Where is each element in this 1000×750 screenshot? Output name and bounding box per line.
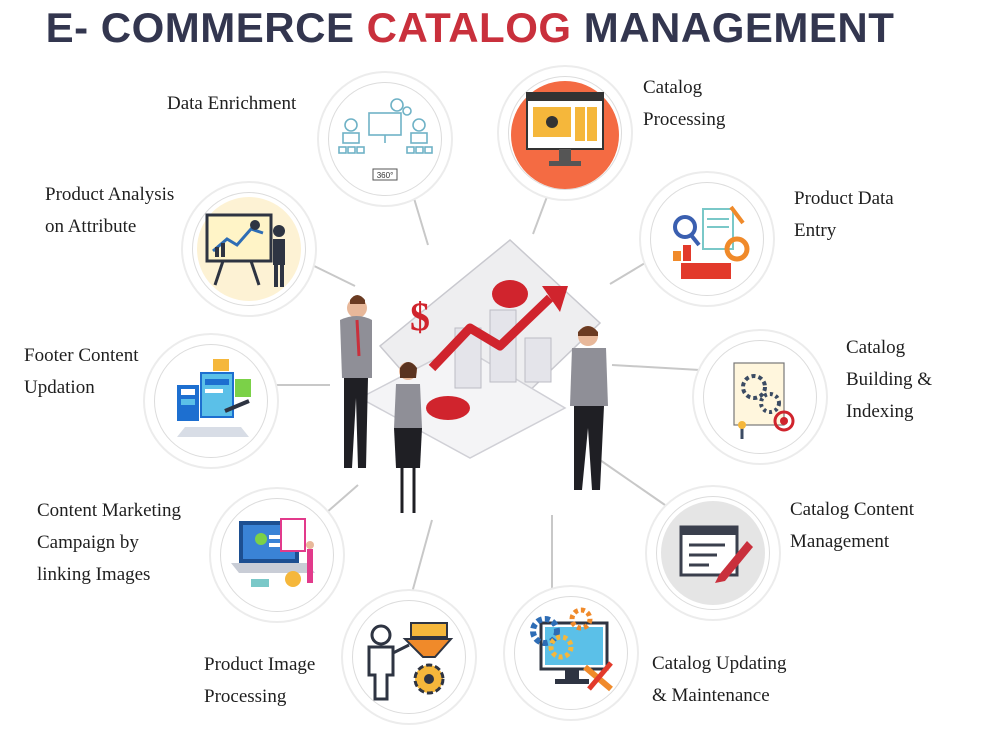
label-data-enrichment: Data Enrichment bbox=[167, 88, 296, 120]
node-content-marketing-campaign bbox=[220, 498, 334, 612]
label-line: Indexing bbox=[846, 401, 914, 422]
data-entry-icon bbox=[673, 205, 750, 279]
monitor-gear-icon bbox=[511, 81, 619, 189]
presentation-icon bbox=[197, 197, 301, 301]
label-line: & Maintenance bbox=[652, 685, 770, 706]
label-line: Campaign by bbox=[37, 532, 139, 553]
label-line: Processing bbox=[204, 686, 287, 707]
monitor-tools-icon bbox=[530, 607, 613, 692]
node-data-enrichment: 360° bbox=[328, 82, 442, 196]
laptop-campaign-icon bbox=[231, 518, 315, 587]
label-line: Catalog Updating bbox=[652, 653, 787, 674]
label-product-analysis-attribute: Product Analysis on Attribute bbox=[45, 179, 174, 243]
label-line: Entry bbox=[794, 220, 837, 241]
label-line: on Attribute bbox=[45, 216, 137, 237]
label-line: Management bbox=[790, 531, 890, 552]
label-catalog-content-management: Catalog Content Management bbox=[790, 494, 914, 558]
node-product-analysis-attribute bbox=[192, 192, 306, 306]
node-product-data-entry bbox=[650, 182, 764, 296]
label-catalog-processing: Catalog Processing bbox=[643, 72, 725, 136]
title-part-1: E- COMMERCE bbox=[45, 4, 367, 51]
center-illustration: $ bbox=[320, 228, 620, 528]
business-growth-icon: $ bbox=[340, 239, 608, 513]
page-title: E- COMMERCE CATALOG MANAGEMENT bbox=[0, 4, 940, 52]
label-line: Footer Content bbox=[24, 345, 139, 366]
node-footer-content-updation bbox=[154, 344, 268, 458]
label-product-image-processing: Product Image Processing bbox=[204, 649, 315, 713]
node-catalog-processing bbox=[508, 76, 622, 190]
label-line: Product Data bbox=[794, 188, 894, 209]
dollar-sign: $ bbox=[410, 294, 430, 339]
label-line: linking Images bbox=[37, 564, 151, 585]
node-catalog-content-management bbox=[656, 496, 770, 610]
node-product-image-processing bbox=[352, 600, 466, 714]
label-catalog-updating-maintenance: Catalog Updating & Maintenance bbox=[652, 648, 787, 712]
label-line: Data Enrichment bbox=[167, 93, 297, 114]
funnel-gear-icon bbox=[367, 622, 454, 701]
label-content-marketing-campaign: Content Marketing Campaign by linking Im… bbox=[37, 495, 181, 591]
label-line: Catalog bbox=[846, 337, 906, 358]
title-part-3: MANAGEMENT bbox=[571, 4, 895, 51]
edit-document-icon bbox=[661, 501, 765, 605]
node-catalog-updating-maintenance bbox=[514, 596, 628, 710]
label-line: Building & bbox=[846, 369, 933, 390]
label-product-data-entry: Product Data Entry bbox=[794, 183, 894, 247]
label-line: Catalog bbox=[643, 77, 703, 98]
label-footer-content-updation: Footer Content Updation bbox=[24, 340, 139, 404]
label-catalog-building-indexing: Catalog Building & Indexing bbox=[846, 332, 932, 428]
gears-target-icon bbox=[733, 362, 795, 439]
badge-360: 360° bbox=[377, 171, 394, 180]
node-catalog-building-indexing bbox=[703, 340, 817, 454]
title-accent: CATALOG bbox=[366, 4, 572, 51]
label-line: Product Analysis bbox=[45, 184, 175, 205]
label-line: Updation bbox=[24, 377, 95, 398]
label-line: Product Image bbox=[204, 654, 316, 675]
label-line: Processing bbox=[643, 109, 726, 130]
label-line: Content Marketing bbox=[37, 500, 182, 521]
label-line: Catalog Content bbox=[790, 499, 915, 520]
screens-icon bbox=[177, 359, 251, 437]
data-enrichment-icon: 360° bbox=[338, 98, 433, 181]
